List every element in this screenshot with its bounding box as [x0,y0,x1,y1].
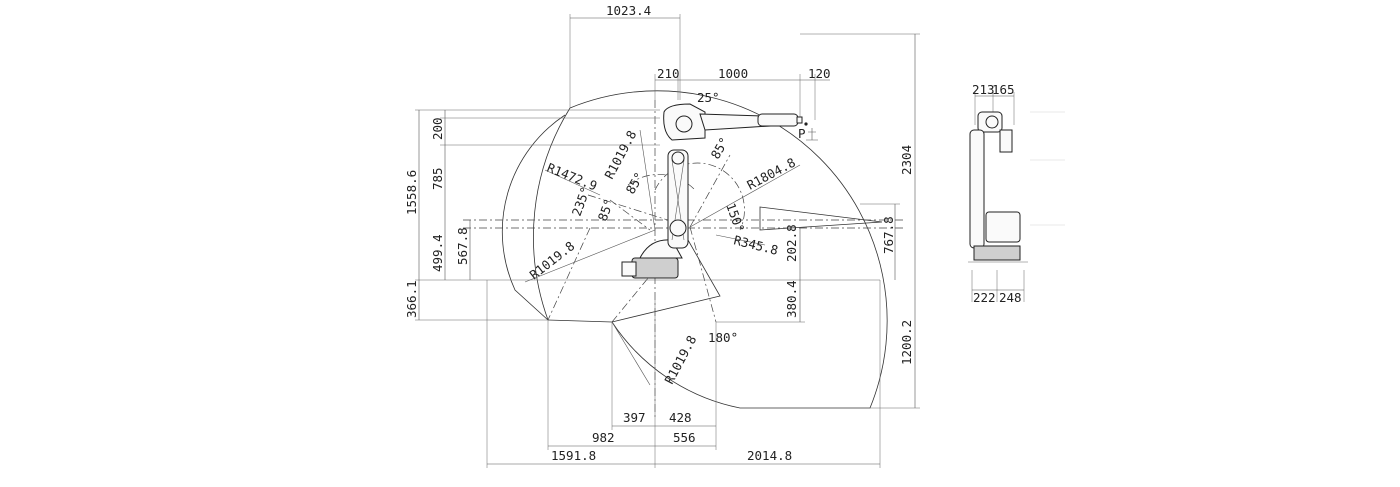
dim-499-4: 499.4 [430,234,445,272]
dim-1558-6: 1558.6 [404,170,419,215]
dim-785: 785 [430,167,445,190]
point-p: P [798,126,806,141]
angle-235: 235° [569,185,593,218]
robot-front-view [621,103,818,279]
angle-85-upper: 85° [708,134,732,161]
right-wedge [759,206,883,231]
angle-150: 150° [723,201,747,234]
dim-1200-2: 1200.2 [899,320,914,365]
angle-180: 180° [708,330,738,345]
dim-1591-8: 1591.8 [551,448,596,463]
dim-2304: 2304 [899,145,914,175]
dim-428: 428 [669,410,692,425]
robot-side-view [968,92,1028,302]
dim-767-8: 767.8 [881,216,896,254]
side-dim-213: 213 [972,82,995,97]
side-dim-222: 222 [973,290,996,305]
base-cutout [547,239,721,323]
left-lobe-arc [501,114,566,321]
dim-1023-4: 1023.4 [606,3,651,18]
dim-120: 120 [808,66,831,81]
radius-345-8: R345.8 [732,232,779,257]
inner-reach-arc [533,107,571,321]
dim-397: 397 [623,410,646,425]
dim-2014-8: 2014.8 [747,448,792,463]
dim-380-4: 380.4 [784,280,799,318]
dim-202-8: 202.8 [784,224,799,262]
angle-85-mid: 85° [623,169,647,196]
dim-982: 982 [592,430,615,445]
dim-567-8: 567.8 [455,227,470,265]
dimension-labels: 1023.4 210 1000 120 25° P 200 785 1558.6… [404,3,1022,463]
dimension-lines [415,14,920,468]
tool-point-marker [804,122,808,126]
angle-85-low: 85° [595,197,617,223]
radius-1472-9: R1472.9 [545,160,599,194]
workspace-envelope [501,90,888,409]
radius-1804-8: R1804.8 [744,155,798,193]
center-lines [463,100,905,420]
dim-200: 200 [430,117,445,140]
dim-366-1: 366.1 [404,280,419,318]
dim-1000: 1000 [718,66,748,81]
outer-reach-arc [569,90,888,409]
dim-556: 556 [673,430,696,445]
angle-25: 25° [697,90,720,105]
side-dim-165: 165 [992,82,1015,97]
side-dim-248: 248 [999,290,1022,305]
dim-210: 210 [657,66,680,81]
radius-1019-8-low: R1019.8 [661,333,699,387]
background-guides [1030,111,1065,226]
